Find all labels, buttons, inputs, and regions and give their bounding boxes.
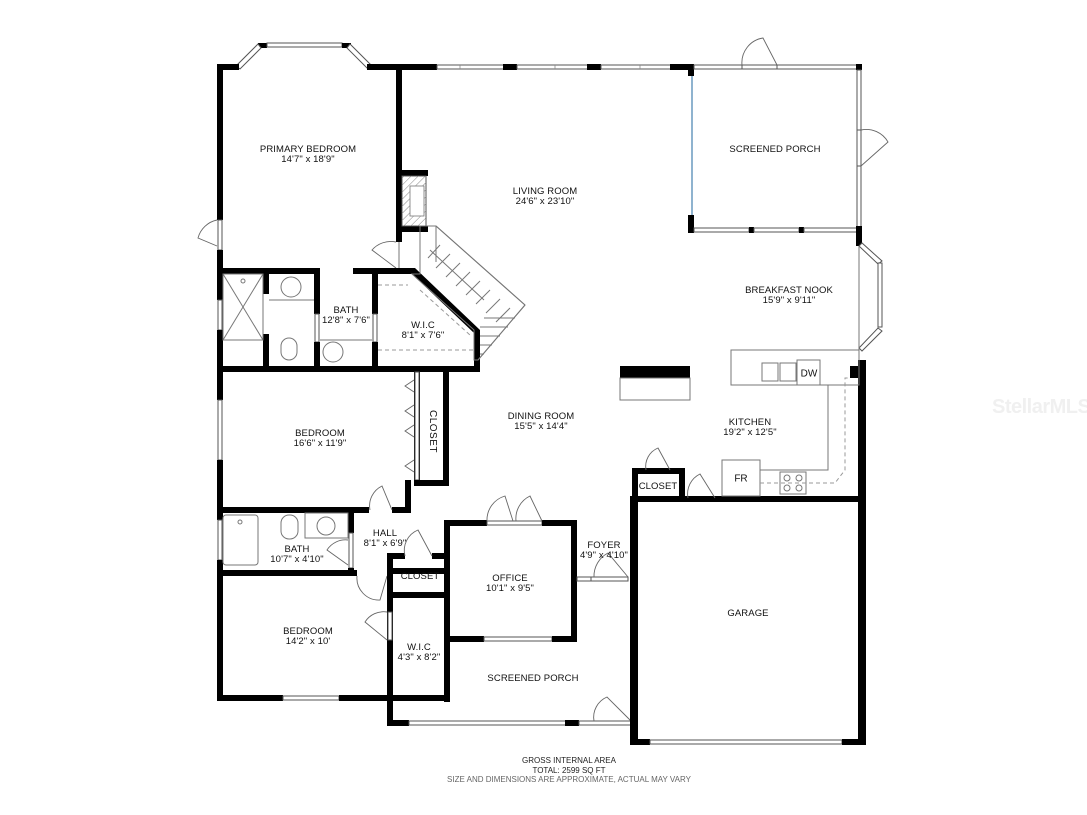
room-name: LIVING ROOM: [512, 186, 578, 197]
room-name: W.I.C: [407, 642, 431, 653]
room-label-office: OFFICE 10'1" x 9'5": [486, 574, 534, 594]
area-disclaimer: SIZE AND DIMENSIONS ARE APPROXIMATE, ACT…: [447, 775, 691, 784]
room-name: BEDROOM: [283, 626, 333, 637]
room-label-bedroom-3-wic: W.I.C 4'3" x 8'2": [398, 643, 441, 663]
room-label-dining-room: DINING ROOM 15'5" x 14'4": [508, 412, 575, 432]
room-label-screened-porch-front: SCREENED PORCH: [487, 674, 578, 684]
watermark: StellarMLS: [992, 396, 1087, 418]
area-title: GROSS INTERNAL AREA: [522, 756, 616, 765]
room-label-kitchen: KITCHEN 19'2" x 12'5": [723, 418, 776, 438]
room-name: GARAGE: [727, 608, 769, 619]
room-dimensions: 8'1" x 6'9": [363, 538, 407, 549]
area-total: TOTAL: 2599 SQ FT: [532, 765, 606, 775]
room-dimensions: 15'9" x 9'11": [762, 295, 816, 306]
room-name: BREAKFAST NOOK: [745, 285, 833, 296]
room-label-primary-bedroom: PRIMARY BEDROOM 14'7" x 18'9": [260, 145, 356, 165]
room-dimensions: 14'2" x 10': [285, 636, 331, 647]
room-name: HALL: [372, 528, 398, 539]
room-label-primary-bath: BATH 12'8" x 7'6": [322, 306, 370, 326]
room-label-breakfast-nook: BREAKFAST NOOK 15'9" x 9'11": [745, 286, 833, 306]
room-dimensions: 16'6" x 11'9": [293, 438, 347, 449]
room-name: CLOSET: [400, 571, 440, 582]
room-name: SCREENED PORCH: [487, 673, 579, 684]
room-dimensions: 4'3" x 8'2": [397, 652, 441, 663]
room-label-bedroom-3: BEDROOM 14'2" x 10': [283, 627, 333, 647]
room-label-hall-closet: CLOSET: [401, 572, 440, 582]
room-name: BATH: [333, 305, 359, 316]
staircase: [410, 225, 526, 361]
room-label-living-room: LIVING ROOM 24'6" x 23'10": [513, 187, 577, 207]
room-label-closet-bedroom-2: CLOSET: [427, 410, 438, 454]
room-dimensions: 10'1" x 9'5": [485, 583, 535, 594]
room-label-bedroom-2: BEDROOM 16'6" x 11'9": [294, 429, 347, 449]
room-name: BEDROOM: [295, 428, 345, 439]
room-label-hall: HALL 8'1" x 6'9": [364, 529, 407, 549]
room-name: KITCHEN: [728, 417, 772, 428]
room-dimensions: 24'6" x 23'10": [515, 196, 575, 207]
room-dimensions: 15'5" x 14'4": [514, 421, 568, 432]
room-name: FOYER: [587, 540, 621, 551]
room-dimensions: 8'1" x 7'6": [401, 330, 445, 341]
room-label-foyer: FOYER 4'9" x 4'10": [580, 541, 628, 561]
room-dimensions: 10'7" x 4'10": [270, 554, 324, 565]
dishwasher-label: DW: [800, 368, 818, 380]
room-name: CLOSET: [638, 481, 678, 492]
room-label-kitchen-closet: CLOSET: [639, 482, 678, 492]
room-label-primary-wic: W.I.C 8'1" x 7'6": [402, 321, 445, 341]
room-label-hall-bath: BATH 10'7" x 4'10": [270, 545, 323, 565]
primary-bedroom-bay-window: [235, 42, 373, 70]
room-name: DINING ROOM: [507, 411, 575, 422]
room-dimensions: 14'7" x 18'9": [281, 154, 335, 165]
room-label-screened-porch-rear: SCREENED PORCH: [729, 145, 820, 155]
area-summary: GROSS INTERNAL AREA TOTAL: 2599 SQ FT SI…: [447, 756, 691, 785]
room-dimensions: 4'9" x 4'10": [579, 550, 629, 561]
room-name: OFFICE: [492, 573, 528, 584]
room-name: W.I.C: [411, 320, 435, 331]
room-label-garage: GARAGE: [727, 609, 768, 619]
room-name: BATH: [284, 544, 310, 555]
room-name: PRIMARY BEDROOM: [259, 144, 357, 155]
fridge-label: FR: [734, 473, 748, 485]
room-dimensions: 19'2" x 12'5": [723, 427, 777, 438]
room-name: SCREENED PORCH: [729, 144, 821, 155]
room-dimensions: 12'8" x 7'6": [321, 315, 371, 326]
